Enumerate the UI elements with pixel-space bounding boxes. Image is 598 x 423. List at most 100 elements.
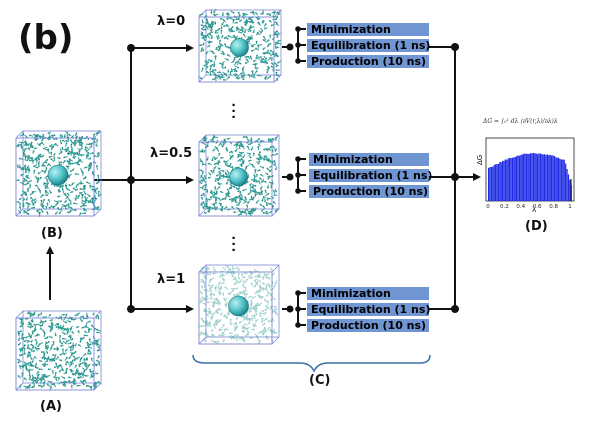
plot-bar [534,153,536,201]
water-atom [218,186,221,189]
plot-bar [497,164,500,201]
water-atom [263,327,266,330]
water-atom [205,277,207,280]
water-atom [255,40,258,43]
water-atom [57,348,60,350]
water-atom [275,136,277,139]
water-atom [247,331,250,334]
water-atom [212,21,215,24]
water-atom [46,211,49,214]
water-atom [260,139,263,142]
water-atom [89,157,92,160]
water-bond [211,301,215,304]
water-atom [243,316,246,319]
water-atom [206,320,208,323]
water-atom [219,328,221,331]
water-atom [204,60,207,63]
water-atom [200,182,203,185]
water-bond [202,332,207,336]
water-atom [55,362,57,365]
water-atom [93,133,95,136]
water-atom [89,368,92,371]
water-atom [80,144,83,147]
plot-bar [520,155,522,201]
water-bond [221,332,224,336]
water-atom [69,336,72,339]
water-bond [217,320,222,323]
water-atom [217,181,220,184]
water-atom [216,321,219,323]
water-atom [17,343,20,346]
water-atom [273,285,276,288]
water-atom [274,46,277,48]
water-atom [91,152,94,155]
box-front-face [198,141,273,217]
water-bond [211,284,214,288]
water-bond [259,275,262,279]
water-atom [251,50,253,52]
water-atom [240,72,242,75]
water-atom [221,14,224,17]
box-depth-edge [198,336,207,345]
water-atom [21,372,24,375]
water-atom [45,185,47,188]
water-atom [203,39,206,41]
water-bond [216,307,220,311]
water-atom [240,194,243,197]
water-bond [237,276,241,280]
water-atom [25,142,28,145]
water-atom [221,145,224,148]
plot-bar [489,167,491,201]
solute-sphere [47,164,69,186]
plot-bar [566,168,568,201]
water-atom [30,141,33,144]
water-atom [85,368,88,371]
water-atom [77,344,80,346]
water-atom [55,138,58,140]
water-atom [28,354,31,357]
water-atom [272,11,275,14]
water-atom [23,347,26,350]
water-atom [52,341,55,343]
box-front-face [198,271,273,345]
water-atom [209,191,212,194]
row-3-step-dot [295,290,301,296]
water-atom [265,57,267,60]
water-bond [201,296,204,301]
water-atom [88,338,91,341]
water-atom [86,155,89,158]
water-atom [216,308,219,311]
water-atom [252,31,255,34]
water-bond [272,297,276,300]
water-atom [218,170,221,173]
water-bond [252,323,255,326]
water-atom [203,211,206,214]
continuation-dots-upper: ··· [231,97,237,126]
water-atom [260,187,262,190]
water-bond [263,273,267,278]
water-atom [23,177,26,180]
plot-bars [488,152,572,201]
water-atom [242,162,245,165]
water-atom [270,65,273,68]
water-atom [250,299,253,302]
water-atom [216,319,219,322]
water-atom [51,370,54,372]
plot-bar [548,155,550,201]
water-bond [224,303,227,308]
water-atom [43,356,46,359]
water-atom [51,319,54,321]
plot-bar [538,153,540,201]
water-atom [263,148,266,151]
box-back-face [205,134,280,210]
water-atom [266,294,268,297]
water-atom [211,159,214,162]
water-atom [97,380,100,383]
water-atom [275,190,278,193]
junction-top [127,44,135,52]
water-bond [224,297,228,302]
water-atom [87,152,90,154]
water-atom [213,191,216,194]
step-production-row-3: Production (10 ns) [307,319,429,332]
water-atom [27,347,29,349]
